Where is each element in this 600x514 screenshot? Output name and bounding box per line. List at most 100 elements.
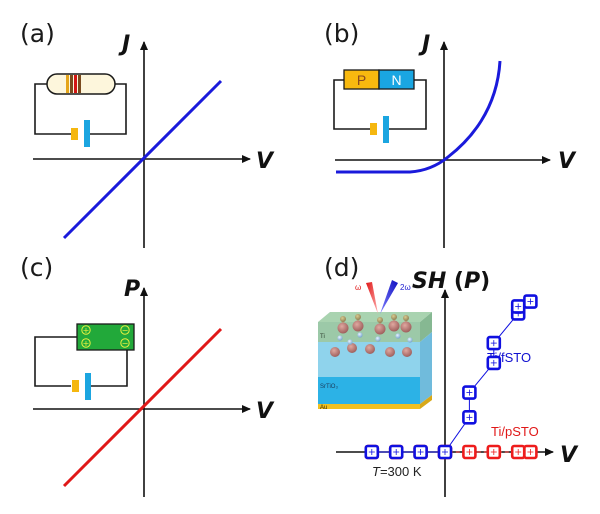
ion-icon xyxy=(385,347,395,357)
plus-charge-icon xyxy=(81,325,91,335)
data-marker xyxy=(388,444,404,460)
vacancy-icon xyxy=(357,332,363,338)
battery-negative-plate xyxy=(72,380,79,392)
y-axis-label-d: SH (P) xyxy=(412,269,490,294)
data-marker xyxy=(510,299,526,314)
ion-icon xyxy=(402,347,412,357)
data-marker xyxy=(413,444,428,460)
circuit-wire-right xyxy=(389,79,427,130)
data-marker xyxy=(437,444,453,460)
panel-label-c: (c) xyxy=(20,253,53,282)
panel-a: (a) V J xyxy=(20,19,275,248)
panel-c: (c) + + − − V P xyxy=(20,253,275,497)
data-marker xyxy=(510,444,526,460)
x-axis-label-b: V xyxy=(558,149,577,174)
ion-icon xyxy=(337,322,349,334)
ti-label: Ti xyxy=(320,334,325,340)
plus-charge-icon xyxy=(81,338,91,348)
minus-sign: − xyxy=(122,326,129,335)
battery-negative-plate xyxy=(370,123,377,135)
ion-icon xyxy=(355,314,361,320)
data-marker xyxy=(523,294,538,309)
y-label-sh: SH xyxy=(412,269,446,294)
data-marker xyxy=(486,444,502,460)
minus-charge-icon xyxy=(120,325,130,335)
ion-icon xyxy=(391,314,397,320)
panel-d: (d) ω 2ω Ti SrTiO₃ Au xyxy=(318,253,579,497)
y-axis-label-c: P xyxy=(124,277,140,302)
resistor-band-2 xyxy=(70,75,73,93)
resistor-band-1 xyxy=(66,75,69,93)
capacitor-body xyxy=(76,323,135,351)
battery-positive-plate xyxy=(85,373,91,400)
ion-icon xyxy=(352,320,364,332)
ion-icon xyxy=(374,323,386,335)
plus-sign: + xyxy=(83,326,90,335)
vacancy-icon xyxy=(337,335,343,341)
ion-icon xyxy=(377,317,383,323)
diode-n-region xyxy=(378,69,415,90)
diode-p-label: P xyxy=(357,72,366,88)
resistor-band-4 xyxy=(78,75,81,93)
series-label-psto: Ti/pSTO xyxy=(491,424,539,439)
battery-positive-plate xyxy=(383,116,389,143)
x-axis-label-d: V xyxy=(560,443,579,468)
jv-curve-diode xyxy=(336,60,502,174)
minus-sign: − xyxy=(122,339,129,348)
vacancy-icon xyxy=(375,336,381,342)
data-marker xyxy=(364,444,380,460)
vacancy-icon xyxy=(395,333,401,339)
diode-n-label: N xyxy=(391,72,401,88)
data-marker xyxy=(462,385,477,400)
ti-top-face xyxy=(318,312,432,322)
ion-icon xyxy=(365,344,375,354)
au-electrode xyxy=(318,404,420,409)
minus-charge-icon xyxy=(120,338,130,348)
reflected-beam-2omega xyxy=(380,280,398,314)
battery-positive-plate xyxy=(84,120,90,147)
ion-icon xyxy=(400,321,412,333)
data-marker xyxy=(523,444,538,460)
circuit-wire-left xyxy=(34,336,78,387)
srtio3-label: SrTiO₃ xyxy=(320,384,338,390)
pv-curve-linear xyxy=(62,327,223,488)
capacitor-circuit: + + − − xyxy=(34,323,135,400)
ion-icon xyxy=(340,316,346,322)
y-axis-label-a: J xyxy=(118,32,130,57)
ions xyxy=(330,314,413,357)
data-marker xyxy=(486,355,502,371)
plus-sign: + xyxy=(83,339,90,348)
ion-icon xyxy=(330,347,340,357)
data-marker xyxy=(486,335,502,351)
ion-icon xyxy=(388,320,400,332)
ion-icon xyxy=(403,315,409,321)
jv-curve-ohmic xyxy=(62,79,223,240)
resistor-circuit xyxy=(34,73,127,147)
diode-circuit: P N xyxy=(333,69,427,143)
data-marker xyxy=(462,444,477,460)
au-label: Au xyxy=(320,405,327,411)
battery-negative-plate xyxy=(71,128,78,140)
resistor-band-3 xyxy=(74,75,77,93)
panel-b: (b) P N V J xyxy=(324,19,577,248)
temperature-label: T=300 K xyxy=(372,464,422,479)
circuit-wire-right xyxy=(90,83,127,135)
vacancy-icon xyxy=(347,339,353,345)
panel-label-b: (b) xyxy=(324,19,359,48)
srtio3-layer-lower xyxy=(318,377,420,404)
x-axis-label-a: V xyxy=(256,149,275,174)
shg-data-markers xyxy=(364,294,538,460)
ion-icon xyxy=(347,343,357,353)
incident-beam-omega xyxy=(366,282,378,314)
circuit-wire-left xyxy=(333,79,370,130)
y-axis-label-b: J xyxy=(418,32,430,57)
data-marker xyxy=(462,410,477,425)
omega-label: ω xyxy=(355,283,361,292)
panel-label-a: (a) xyxy=(20,19,55,48)
vacancy-icon xyxy=(407,337,413,343)
device-inset: ω 2ω Ti SrTiO₃ Au xyxy=(318,280,432,411)
two-omega-label: 2ω xyxy=(400,283,411,292)
panel-label-d: (d) xyxy=(324,253,359,282)
x-axis-label-c: V xyxy=(256,399,275,424)
